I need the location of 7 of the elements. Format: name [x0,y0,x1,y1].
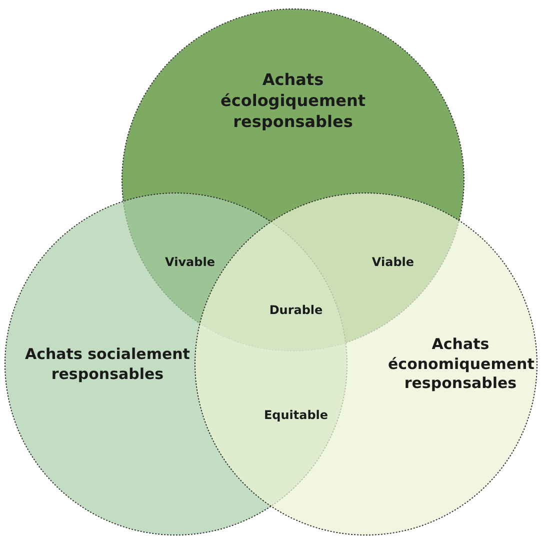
overlap-label: Durable [269,303,323,317]
circle-label: Achats économiquement responsables [388,335,533,394]
circle-label: Achats écologiquement responsables [220,70,366,132]
circle-label: Achats socialement responsables [24,345,191,384]
overlap-label: Viable [372,255,414,269]
overlap-label: Equitable [264,408,328,422]
overlap-label: Vivable [165,255,215,269]
